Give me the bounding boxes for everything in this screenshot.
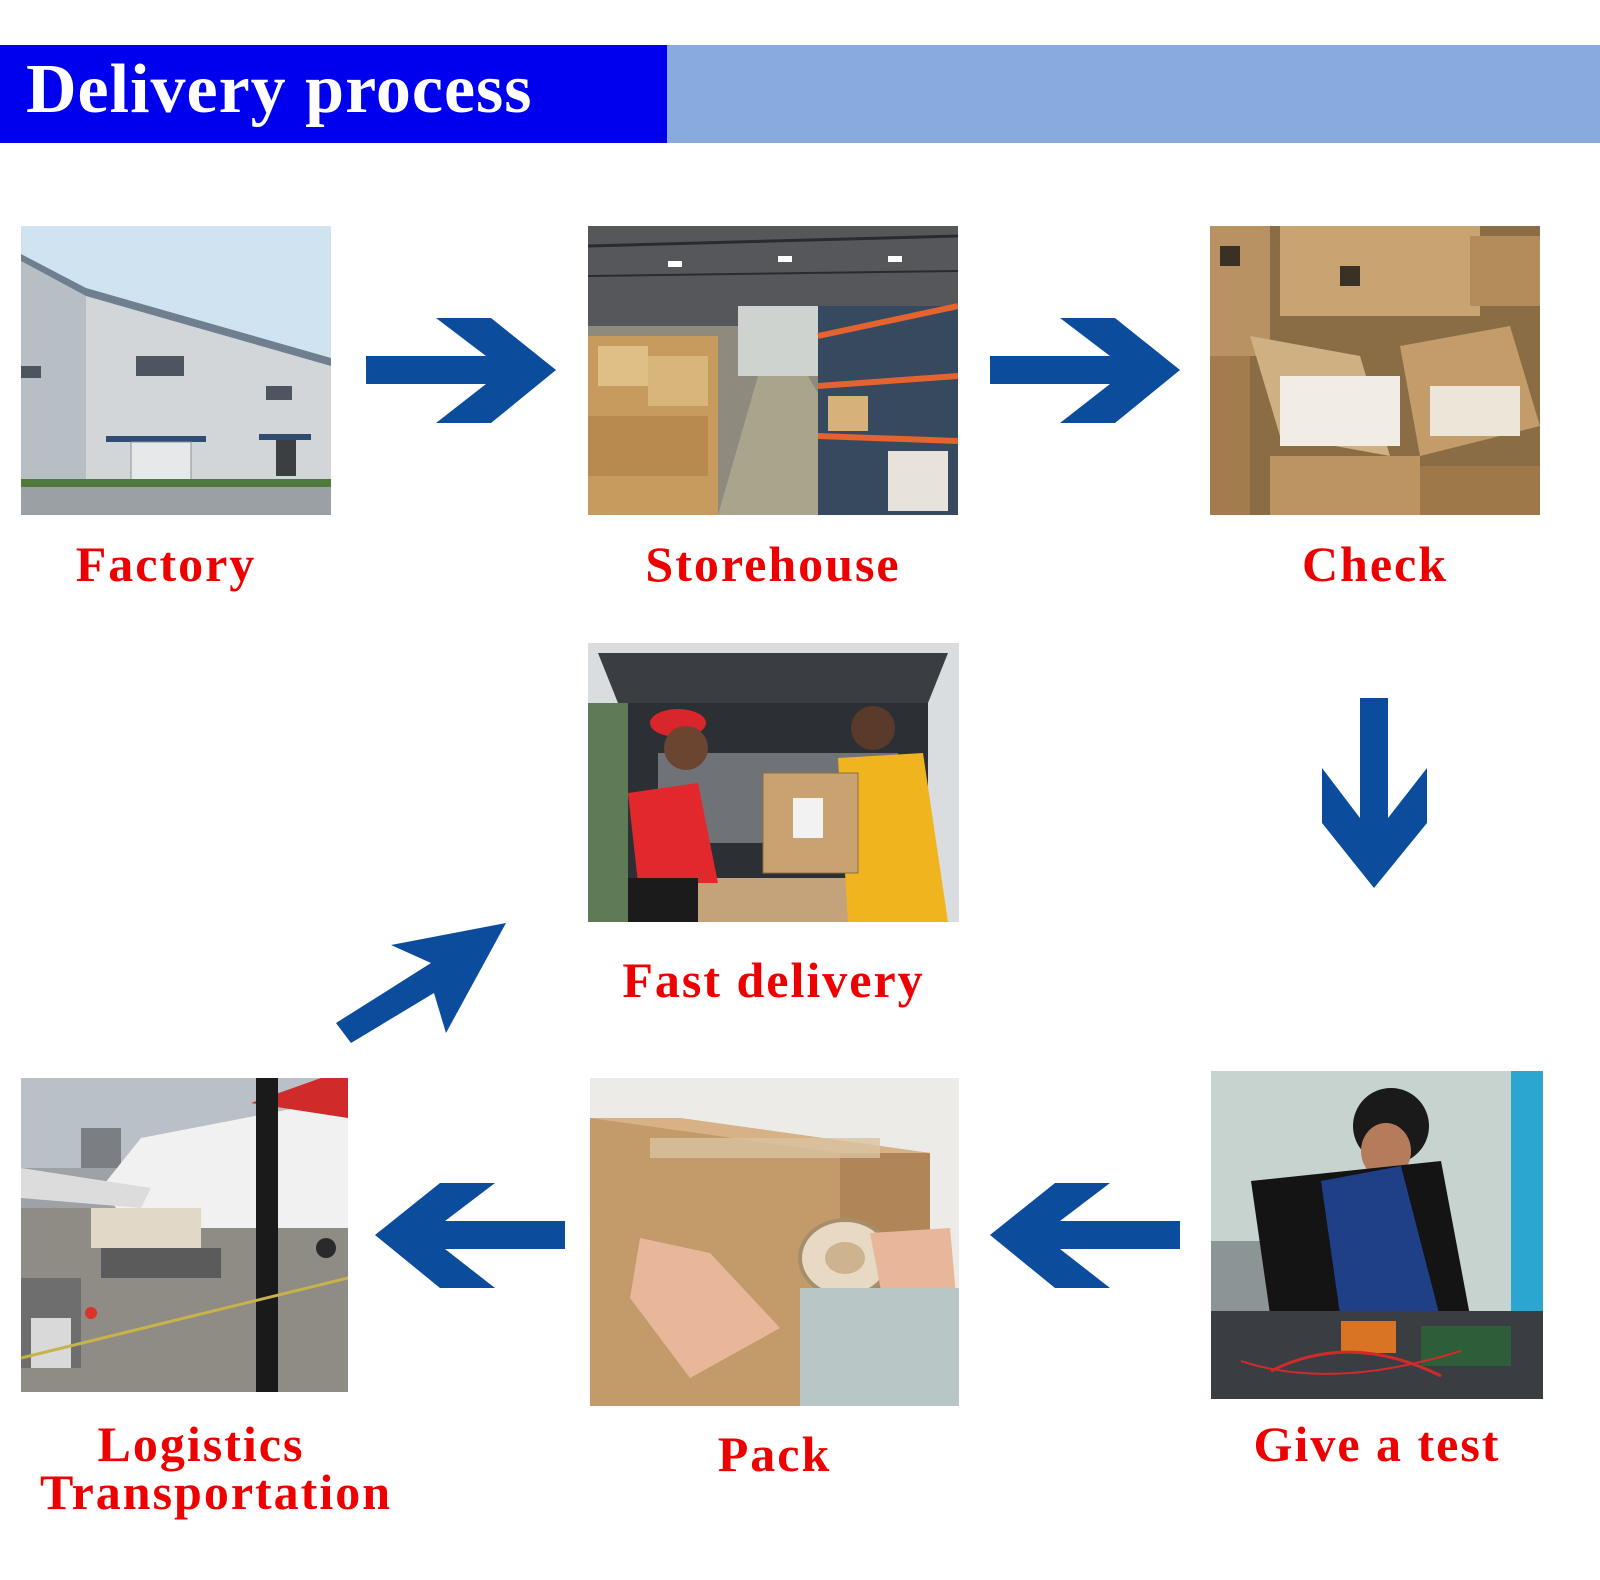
step-label-transportation: Transportation: [39, 1464, 393, 1520]
give-a-test-photo: [1211, 1071, 1543, 1399]
arrow-left-icon: [375, 1183, 565, 1288]
check-photo: [1210, 226, 1540, 515]
step-label-factory: Factory: [75, 536, 257, 592]
step-label-fast-delivery: Fast delivery: [622, 952, 925, 1008]
page-title: Delivery process: [0, 45, 667, 143]
arrow-right-icon: [990, 318, 1180, 423]
step-label-give-a-test: Give a test: [1253, 1416, 1501, 1472]
arrow-down-icon: [1322, 698, 1427, 888]
header-bar: Delivery process: [0, 45, 1600, 143]
step-label-logistics: Logistics: [97, 1416, 305, 1472]
header-accent-bar: [667, 45, 1600, 143]
step-label-check: Check: [1301, 536, 1449, 592]
pack-photo: [590, 1078, 959, 1406]
step-label-storehouse: Storehouse: [645, 536, 901, 592]
factory-photo: [21, 226, 331, 515]
arrow-right-icon: [366, 318, 556, 423]
arrow-up-right-icon: [336, 923, 511, 1043]
arrow-left-icon: [990, 1183, 1180, 1288]
storehouse-photo: [588, 226, 958, 515]
step-label-pack: Pack: [717, 1426, 832, 1482]
logistics-transportation-photo: [21, 1078, 348, 1392]
fast-delivery-photo: [588, 643, 959, 922]
